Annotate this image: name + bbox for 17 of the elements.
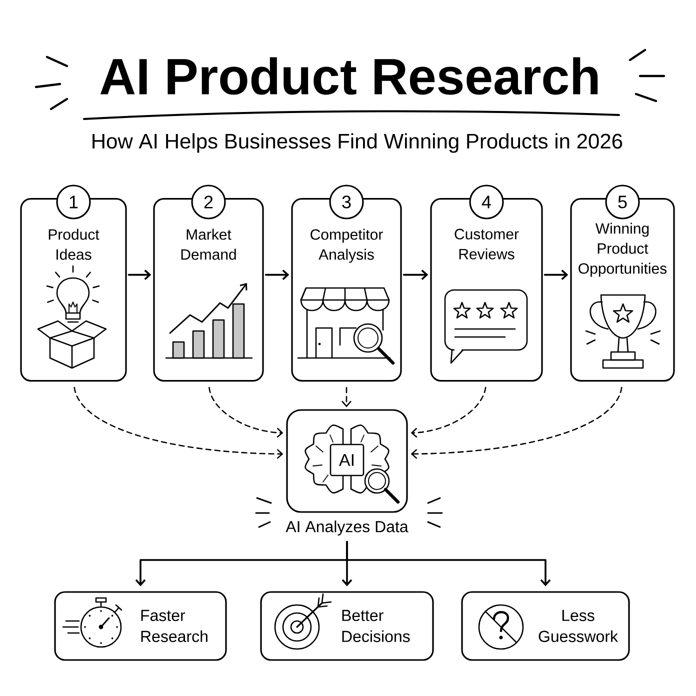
dashed-arrow xyxy=(74,386,284,459)
dashed-arrow xyxy=(208,386,284,438)
node-caption: AI Analyzes Data xyxy=(286,520,408,536)
chip-box: AI xyxy=(330,444,364,476)
benefit-box: Less Guesswork xyxy=(461,591,630,661)
benefit-box: Better Decisions xyxy=(260,591,434,661)
subtitle: How AI Helps Businesses Find Winning Products in 2026 xyxy=(92,133,622,153)
arrow xyxy=(346,540,551,586)
title: AI Product Research xyxy=(100,57,598,95)
arrow xyxy=(544,270,568,280)
arrow xyxy=(264,270,290,280)
dashed-arrow xyxy=(342,386,352,408)
arrow xyxy=(402,270,428,280)
dashed-arrow xyxy=(410,386,486,438)
benefit-box: Faster Research xyxy=(54,591,227,661)
arrow xyxy=(128,270,152,280)
dashed-arrow xyxy=(410,386,622,459)
